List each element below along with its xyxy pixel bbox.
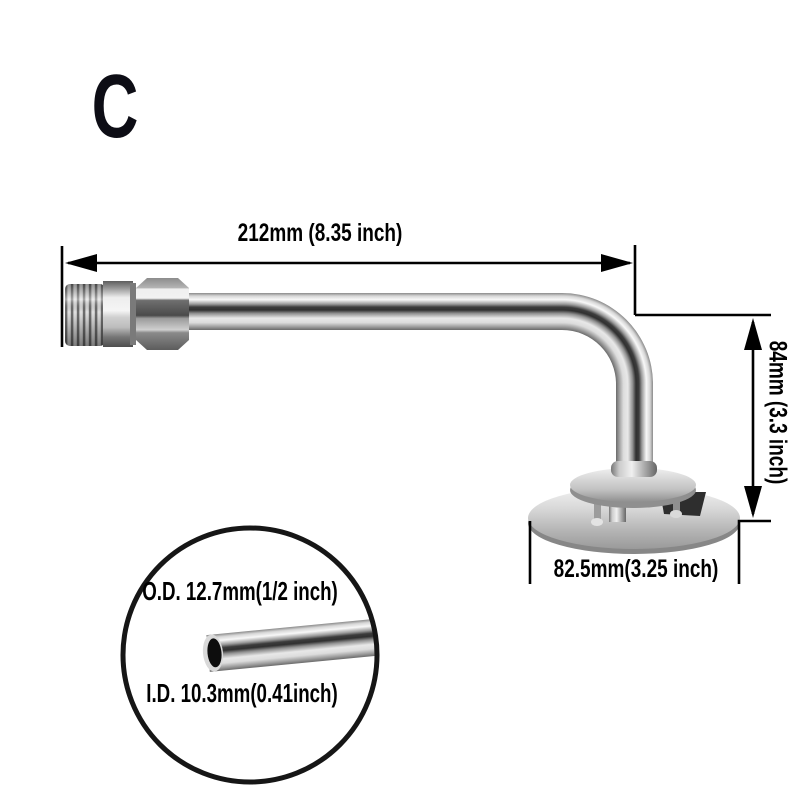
length-arrow-left-icon xyxy=(65,254,97,272)
base-flange-small-disc xyxy=(570,468,696,508)
height-dimension-label: 84mm (3.3 inch) xyxy=(763,340,792,485)
pipe-elbow xyxy=(562,293,653,384)
height-extension-bottom xyxy=(737,519,771,584)
cross-section-inset xyxy=(120,525,380,785)
inset-tube xyxy=(202,617,377,672)
threaded-fitting xyxy=(65,284,105,346)
flange-screw-left xyxy=(591,498,603,526)
length-dimension xyxy=(60,245,637,347)
pipe-vertical xyxy=(616,383,653,472)
length-dimension-label: 212mm (8.35 inch) xyxy=(237,219,403,247)
variant-letter: C xyxy=(91,57,139,157)
hex-collar xyxy=(103,281,133,347)
pipe-horizontal xyxy=(185,293,562,330)
fitting-groove xyxy=(130,283,136,345)
compression-nut xyxy=(136,278,189,350)
pipe-collar xyxy=(611,461,657,477)
product-photo xyxy=(65,278,740,554)
flange-screw-right xyxy=(670,496,682,518)
length-arrow-right-icon xyxy=(601,254,633,272)
height-arrow-up-icon xyxy=(744,318,762,350)
dimension-annotations xyxy=(60,245,771,584)
inset-circle-border xyxy=(120,525,380,785)
inner-diameter-label: I.D. 10.3mm(0.41inch) xyxy=(146,678,338,708)
outer-diameter-label: O.D. 12.7mm(1/2 inch) xyxy=(142,576,338,606)
height-dimension xyxy=(635,313,771,584)
base-width-dimension-label: 82.5mm(3.25 inch) xyxy=(553,555,719,583)
tube-bore xyxy=(207,638,222,668)
height-arrow-down-icon xyxy=(744,486,762,518)
